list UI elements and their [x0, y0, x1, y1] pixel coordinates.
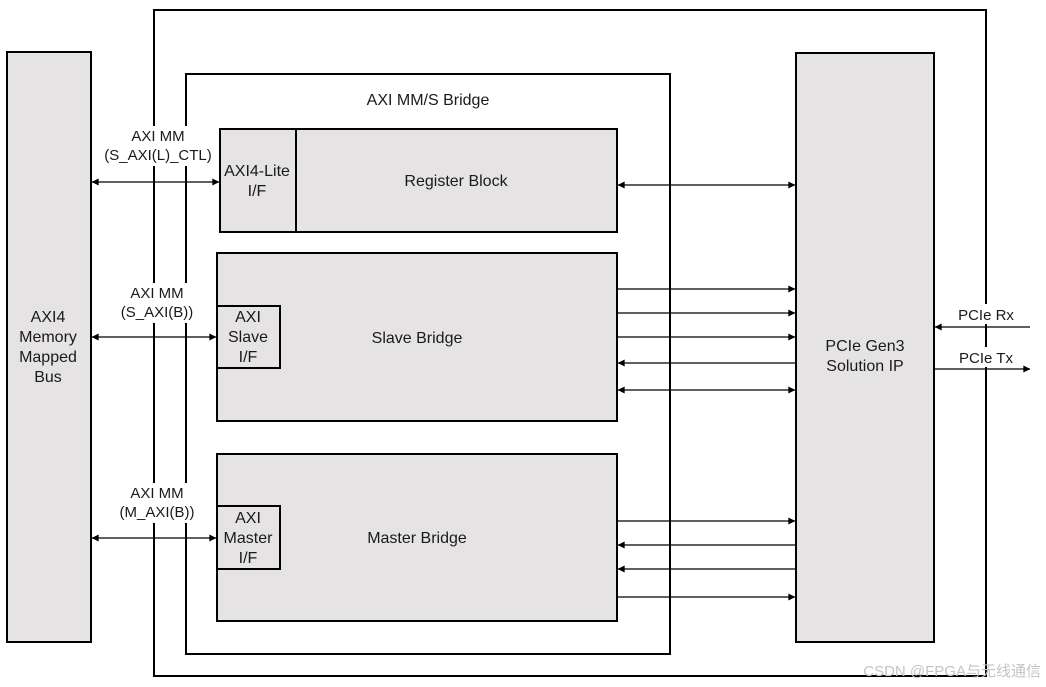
bridge-title: AXI MM/S Bridge — [367, 92, 490, 109]
bus-label-master: (M_AXI(B)) — [120, 504, 195, 521]
bridge-frame — [185, 73, 671, 655]
register-block-interface-line: AXI4-Lite — [224, 163, 290, 180]
pcie-solution-ip: PCIe Gen3 Solution IP — [795, 52, 935, 643]
slave-interface-line: I/F — [239, 349, 258, 366]
master-bridge-label: Master Bridge — [367, 530, 467, 547]
master-interface-line: I/F — [239, 550, 258, 567]
master-interface-line: AXI — [235, 510, 261, 527]
axi4-bus-line: Bus — [34, 369, 62, 386]
outer-frame — [153, 9, 987, 677]
axi4-bus: AXI4 Memory Mapped Bus — [6, 51, 92, 643]
slave-bridge-label: Slave Bridge — [372, 330, 463, 347]
master-interface-line: Master — [224, 530, 274, 547]
bus-label-ctl: AXI MM — [131, 128, 184, 145]
pcie-ip-line: Solution IP — [826, 358, 903, 375]
master-bridge: AXI Master I/F Master Bridge — [216, 453, 618, 622]
bus-label-master: AXI MM — [130, 485, 183, 502]
bus-label-ctl: (S_AXI(L)_CTL) — [104, 147, 212, 164]
watermark: CSDN @FPGA与无线通信 — [863, 663, 1041, 680]
axi4-bus-line: Mapped — [19, 349, 77, 366]
register-block-interface-line: I/F — [248, 183, 267, 200]
pcie-ip-line: PCIe Gen3 — [825, 338, 904, 355]
register-block-label: Register Block — [404, 173, 508, 190]
pcie-tx-label: PCIe Tx — [959, 350, 1013, 367]
axi4-bus-line: AXI4 — [31, 309, 66, 326]
bus-label-slave: AXI MM — [130, 285, 183, 302]
axi4-bus-line: Memory — [19, 329, 77, 346]
bus-label-slave: (S_AXI(B)) — [121, 304, 194, 321]
pcie-rx-label: PCIe Rx — [958, 307, 1014, 324]
slave-bridge: AXI Slave I/F Slave Bridge — [216, 252, 618, 422]
slave-interface-line: AXI — [235, 309, 261, 326]
slave-interface-line: Slave — [228, 329, 268, 346]
register-block: AXI4-Lite I/F Register Block — [219, 128, 618, 233]
